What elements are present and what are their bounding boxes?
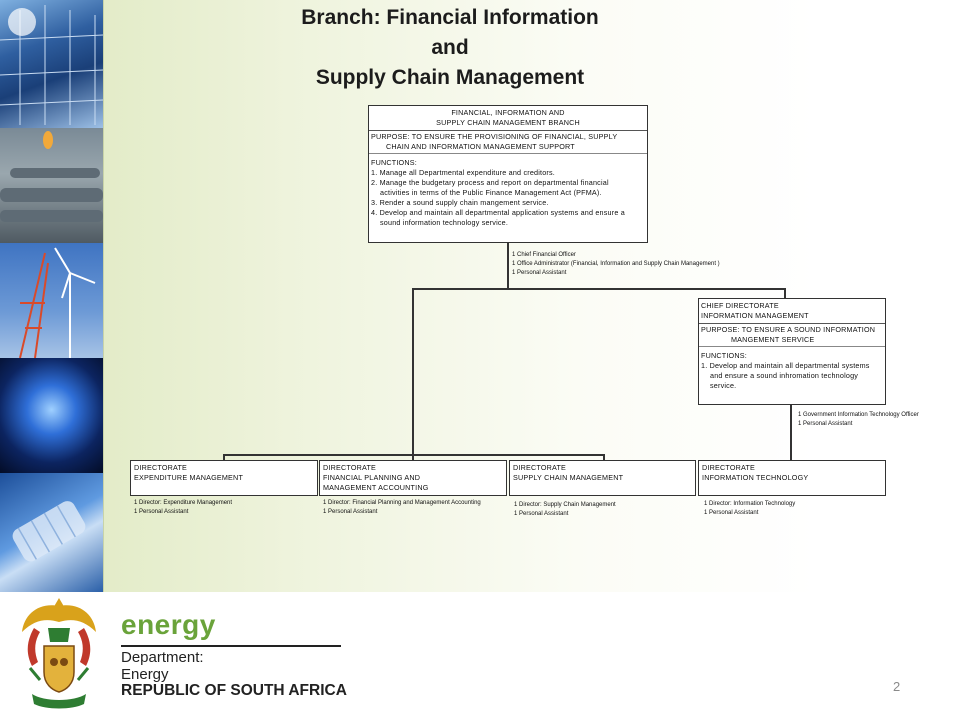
connector-chief-down [790, 404, 792, 460]
chief-staff-1: 1 Government Information Technology Offi… [798, 412, 919, 418]
directorate-box-financial-planning: DIRECTORATE FINANCIAL PLANNING AND MANAG… [319, 460, 507, 496]
connector-top-horizontal [412, 288, 785, 290]
connector-dir1 [223, 454, 225, 460]
directorate-staff-supply-chain: 1 Director: Supply Chain Management 1 Pe… [514, 501, 616, 519]
branch-function-4a: 4. Develop and maintain all departmental… [371, 208, 625, 217]
directorate-box-expenditure: DIRECTORATE EXPENDITURE MANAGEMENT [130, 460, 318, 496]
directorate-box-supply-chain: DIRECTORATE SUPPLY CHAIN MANAGEMENT [509, 460, 696, 496]
directorate-name: SUPPLY CHAIN MANAGEMENT [513, 473, 624, 482]
pa-information-technology: 1 Personal Assistant [704, 510, 759, 516]
branch-name: FINANCIAL, INFORMATION AND SUPPLY CHAIN … [369, 106, 647, 131]
branch-purpose-line-2: CHAIN AND INFORMATION MANAGEMENT SUPPORT [386, 142, 575, 151]
directorate-staff-information-technology: 1 Director: Information Technology 1 Per… [704, 500, 795, 518]
pa-expenditure: 1 Personal Assistant [134, 509, 189, 515]
connector-branch-down [507, 242, 509, 288]
page-number: 2 [893, 679, 901, 694]
director-financial-planning: 1 Director: Financial Planning and Manag… [323, 500, 481, 506]
chief-directorate-staff: 1 Government Information Technology Offi… [798, 411, 919, 429]
branch-function-2b: activities in terms of the Public Financ… [380, 188, 602, 197]
connector-lower-horizontal [223, 454, 604, 456]
chief-name-line-2: INFORMATION MANAGEMENT [701, 311, 809, 320]
directorate-label: DIRECTORATE [323, 463, 377, 472]
branch-staff-1: 1 Chief Financial Officer [512, 252, 576, 258]
pa-financial-planning: 1 Personal Assistant [323, 509, 378, 515]
director-information-technology: 1 Director: Information Technology [704, 501, 796, 507]
branch-purpose: PURPOSE: TO ENSURE THE PROVISIONING OF F… [369, 131, 647, 154]
connector-dir3 [603, 454, 605, 460]
connector-to-chief [784, 288, 786, 299]
directorate-label: DIRECTORATE [513, 463, 567, 472]
branch-functions: FUNCTIONS: 1. Manage all Departmental ex… [369, 154, 647, 229]
branch-function-4b: sound information technology service. [380, 218, 509, 227]
chief-purpose-line-1: PURPOSE: TO ENSURE A SOUND INFORMATION [701, 325, 876, 334]
directorate-name: EXPENDITURE MANAGEMENT [134, 473, 244, 482]
branch-function-3: 3. Render a sound supply chain mangement… [371, 198, 549, 207]
directorate-name: INFORMATION TECHNOLOGY [702, 473, 809, 482]
directorate-staff-expenditure: 1 Director: Expenditure Management 1 Per… [134, 499, 232, 517]
chief-functions: FUNCTIONS: 1. Develop and maintain all d… [699, 347, 885, 392]
branch-name-line-1: FINANCIAL, INFORMATION AND [451, 108, 565, 117]
chief-function-1b: and ensure a sound inhromation technolog… [710, 371, 859, 380]
connector-center-down [412, 288, 414, 454]
energy-brand-word: energy [121, 609, 216, 640]
directorate-name: FINANCIAL PLANNING AND [323, 473, 421, 482]
country-name: REPUBLIC OF SOUTH AFRICA [121, 682, 347, 699]
pa-supply-chain: 1 Personal Assistant [514, 511, 569, 517]
branch-name-line-2: SUPPLY CHAIN MANAGEMENT BRANCH [436, 118, 580, 127]
connector-dir2 [412, 454, 414, 460]
directorate-label: DIRECTORATE [702, 463, 756, 472]
branch-staff: 1 Chief Financial Officer 1 Office Admin… [512, 251, 720, 278]
dept-line-1: Department: [121, 649, 204, 666]
branch-staff-2: 1 Office Administrator (Financial, Infor… [512, 261, 720, 267]
directorate-label: DIRECTORATE [134, 463, 188, 472]
gas-flame-photo [0, 358, 103, 473]
branch-functions-heading: FUNCTIONS: [371, 158, 417, 167]
energy-image-strip [0, 0, 104, 592]
chief-purpose: PURPOSE: TO ENSURE A SOUND INFORMATION M… [699, 324, 885, 347]
chief-staff-2: 1 Personal Assistant [798, 421, 853, 427]
title-line-1: Branch: Financial Information [301, 6, 599, 29]
directorate-box-information-technology: DIRECTORATE INFORMATION TECHNOLOGY [698, 460, 886, 496]
branch-staff-3: 1 Personal Assistant [512, 270, 567, 276]
branch-function-1: 1. Manage all Departmental expenditure a… [371, 168, 555, 177]
title-line-3: Supply Chain Management [315, 66, 585, 89]
footer: energy Department: Energy REPUBLIC OF SO… [0, 592, 960, 720]
oil-refinery-photo [0, 128, 103, 243]
coat-of-arms-emblem [22, 598, 96, 709]
brand-rule [121, 645, 341, 647]
director-supply-chain: 1 Director: Supply Chain Management [514, 502, 616, 508]
chief-function-1c: service. [710, 381, 737, 390]
chief-directorate-box: CHIEF DIRECTORATE INFORMATION MANAGEMENT… [698, 298, 886, 405]
branch-purpose-line-1: PURPOSE: TO ENSURE THE PROVISIONING OF F… [371, 132, 618, 141]
dept-line-2: Energy [121, 666, 169, 683]
chief-purpose-line-2: MANGEMENT SERVICE [731, 335, 815, 344]
nuclear-fuel-rod-photo [0, 473, 103, 592]
wind-turbine-photo [0, 243, 103, 359]
chief-name-line-1: CHIEF DIRECTORATE [701, 301, 779, 310]
chief-directorate-name: CHIEF DIRECTORATE INFORMATION MANAGEMENT [699, 299, 885, 324]
directorate-name-line-2: MANAGEMENT ACCOUNTING [323, 483, 429, 492]
branch-function-2a: 2. Manage the budgetary process and repo… [371, 178, 609, 187]
chief-function-1a: 1. Develop and maintain all departmental… [701, 361, 870, 370]
director-expenditure: 1 Director: Expenditure Management [134, 500, 233, 506]
title-line-2: and [431, 36, 469, 59]
slide-title: Branch: Financial Information and Supply… [230, 3, 670, 93]
directorate-staff-financial-planning: 1 Director: Financial Planning and Manag… [323, 499, 481, 517]
chief-functions-heading: FUNCTIONS: [701, 351, 747, 360]
branch-box: FINANCIAL, INFORMATION AND SUPPLY CHAIN … [368, 105, 648, 243]
solar-panel-photo [0, 0, 104, 128]
